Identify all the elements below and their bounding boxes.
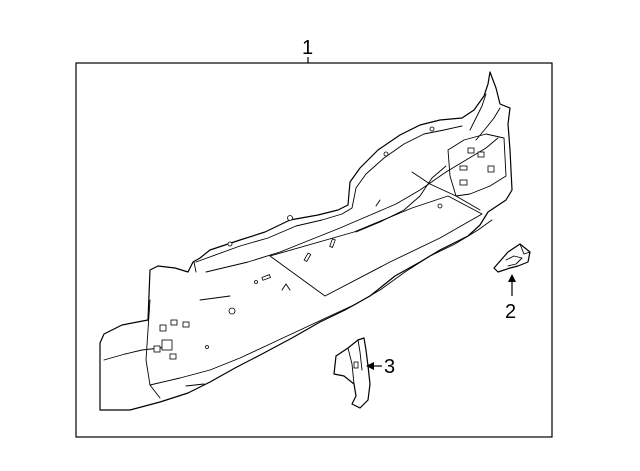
callout-1-label: 1 xyxy=(302,37,313,59)
callout-2-arrowhead xyxy=(508,274,516,282)
part-1-slot xyxy=(487,165,495,173)
part-1-floor-groove-2 xyxy=(411,171,481,211)
part-1-hole xyxy=(227,241,233,247)
part-1-slot xyxy=(261,274,271,281)
part-1-floor-plate xyxy=(269,195,483,297)
part-3-reinforcement[interactable] xyxy=(333,337,371,409)
part-1-hole xyxy=(228,307,236,315)
callout-2-label: 2 xyxy=(505,301,516,323)
part-1-rear-panel xyxy=(447,133,507,197)
part-2-flange xyxy=(519,243,531,255)
diagram-frame xyxy=(75,62,553,438)
part-1-slot xyxy=(459,165,468,171)
part-1-slot xyxy=(303,252,312,263)
part-1-slot xyxy=(159,324,167,332)
part-2-bracket[interactable] xyxy=(493,243,531,273)
part-1-top-ridge xyxy=(195,125,463,263)
part-3-outline xyxy=(333,337,371,409)
callout-2[interactable]: 2 xyxy=(505,274,516,323)
part-1-crease xyxy=(281,283,291,291)
part-1-crease xyxy=(193,261,197,273)
part-1-hole xyxy=(383,151,389,157)
part-3-edge xyxy=(357,339,363,371)
part-1-slot xyxy=(477,151,485,158)
part-1-floor-side-rail[interactable] xyxy=(99,71,513,411)
part-1-crease xyxy=(199,295,231,301)
part-1-hole xyxy=(429,126,435,132)
part-1-slot xyxy=(467,147,475,154)
part-1-slot xyxy=(459,179,468,186)
callout-3-arrowhead xyxy=(366,362,374,370)
part-1-hole xyxy=(437,203,443,209)
part-1-slot xyxy=(170,319,178,326)
part-1-slot xyxy=(169,353,177,360)
part-1-slot xyxy=(329,238,336,248)
part-1-crease xyxy=(185,383,205,387)
part-1-hole xyxy=(287,215,293,221)
part-1-hole xyxy=(205,345,209,349)
part-1-crease xyxy=(375,199,381,207)
part-1-floor-groove xyxy=(355,165,447,233)
callout-1[interactable]: 1 xyxy=(302,37,313,63)
part-1-lower-contour xyxy=(149,219,493,386)
part-1-slot xyxy=(153,345,161,353)
part-3-slot xyxy=(353,361,359,369)
part-1-outline xyxy=(99,71,513,411)
callout-3-label: 3 xyxy=(384,356,395,378)
part-1-inner-ridge xyxy=(205,137,499,273)
part-1-rear-upright-2 xyxy=(475,107,501,141)
part-1-slot xyxy=(161,339,173,351)
part-1-front-panel xyxy=(145,299,161,399)
part-2-outline xyxy=(493,243,531,273)
part-3-flange xyxy=(347,347,355,385)
part-1-rear-upright xyxy=(469,93,487,131)
part-1-slot xyxy=(182,321,190,328)
callout-3[interactable]: 3 xyxy=(366,356,395,378)
part-2-detail xyxy=(505,255,523,267)
part-1-hole xyxy=(254,280,258,284)
